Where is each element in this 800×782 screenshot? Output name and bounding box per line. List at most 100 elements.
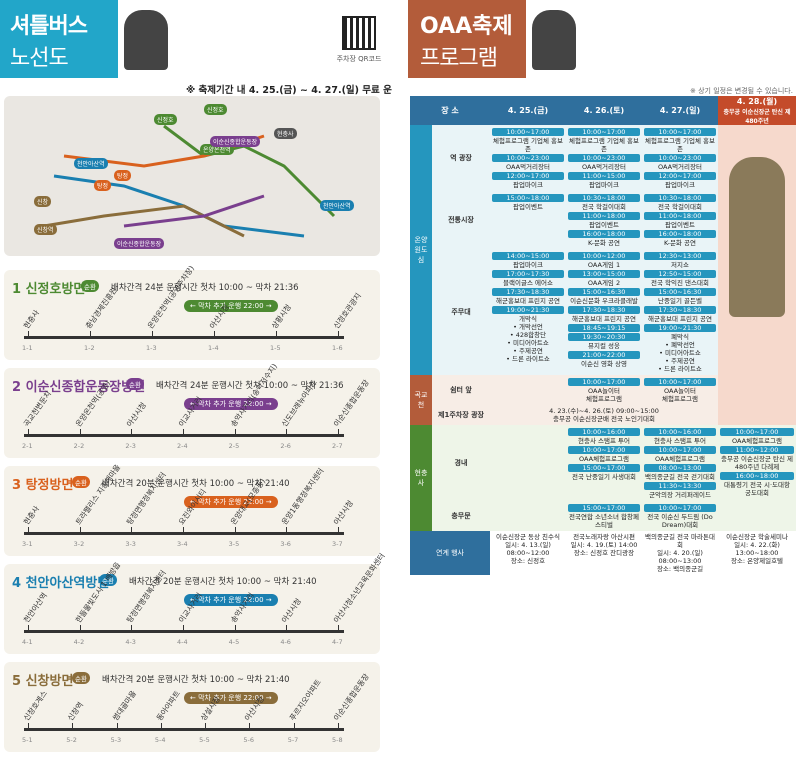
event-label: 장소: 온양제일호텔 [730, 557, 784, 565]
stop-name: 아산시청소년교육문화센터 [331, 551, 387, 625]
time-tag: 19:00~21:30 [644, 324, 716, 332]
route-schedule: 배차간격 20분 운행시간 첫차 10:00 ~ 막차 21:40 [129, 577, 317, 587]
event-label: OAA체험프로그램 [655, 455, 705, 463]
event-label: 팝업마이크 [513, 181, 543, 189]
event-label: • 폐막선언 [665, 341, 695, 349]
event-label: OAA체험프로그램 [732, 437, 782, 445]
shuttle-subtitle: 노선도 [10, 46, 69, 71]
event-label: 개막식 [519, 315, 537, 323]
stop-number: 2-5 [228, 442, 240, 450]
stop-name: 현충사 [21, 308, 42, 331]
map-label: 신정호 [154, 114, 177, 125]
event-label: • 미디어아트쇼 [507, 339, 549, 347]
stop-number: 5-7 [287, 736, 299, 744]
qr-code[interactable] [342, 16, 376, 50]
stop-tick [338, 331, 339, 337]
event-label: 일시: 4. 19.(토) 14:00 [570, 541, 638, 549]
route-map[interactable]: 신정호 온양온천역 천안아산역 탕정 신창 이순신종합운동장 현충사 이순신종합… [4, 96, 380, 256]
event-label: OAA놀이터 [663, 387, 697, 395]
stop-name: 운양1동행정복지센터 [280, 466, 326, 527]
stop-tick [116, 723, 118, 729]
stop-number: 4-6 [280, 638, 291, 646]
schedule-cell [490, 375, 566, 405]
stop-number: 2-6 [280, 442, 291, 450]
stop-tick [338, 723, 339, 729]
event-label: 해군홍보대 프린지 공연 [496, 297, 560, 305]
header-date: 4. 25.(금) [490, 96, 566, 125]
venue-group: 곡교천 [410, 375, 432, 425]
event-label: 대통령기 전국 시·도대항 궁도대회 [724, 481, 790, 497]
stop-number: 5-2 [66, 736, 77, 744]
time-tag: 10:00~16:00 [644, 428, 716, 436]
stop-tick [160, 723, 162, 729]
time-tag: 19:30~20:30 [568, 333, 640, 341]
event-label: 체험프로그램 기업체 홍보존 [645, 137, 715, 153]
time-tag: 10:30~18:00 [568, 194, 640, 202]
event-label: • 주제공연 [513, 347, 543, 355]
event-label: 전국 난중일기 사생대회 [572, 473, 636, 481]
stop-tick [286, 527, 288, 533]
stop-tick [131, 527, 133, 533]
time-tag: 15:00~17:00 [568, 504, 640, 512]
time-tag: 15:00~16:30 [644, 288, 716, 296]
venue-place: 쉼터 앞 [450, 386, 472, 394]
time-tag: 11:00~12:00 [720, 446, 794, 454]
time-tag: 10:00~17:00 [568, 446, 640, 454]
stop-number: 3-7 [332, 540, 343, 548]
stop-tick [214, 331, 215, 337]
time-tag: 08:00~13:00 [644, 464, 716, 472]
route-line [24, 630, 344, 633]
stop-tick [234, 527, 236, 533]
venue-place: 역 광장 [450, 154, 472, 162]
general-statue-icon [729, 157, 785, 317]
venue-place: 제1주차장 광장 [438, 411, 484, 419]
stop-name: 아산시청 [125, 400, 149, 429]
stop-number: 3-6 [280, 540, 291, 548]
late-service-note: ← 막차 추가 운행 22:00 → [184, 300, 278, 312]
event-label: 폐막식 [671, 333, 689, 341]
stop-tick [205, 723, 207, 729]
route-title: 5 신창방면 [12, 674, 74, 689]
time-tag: 13:00~15:00 [568, 270, 640, 278]
stop-number: 3-3 [125, 540, 136, 548]
time-tag: 15:00~17:00 [568, 464, 640, 472]
header-date: 4. 26.(토) [566, 96, 642, 125]
stop-tick [234, 429, 236, 435]
event-label: 팝업이벤트 [589, 221, 619, 229]
loop-badge: 순환 [72, 476, 90, 488]
event-label: 장소: 신정호 [510, 557, 546, 565]
stop-tick [234, 625, 236, 631]
schedule-cell [490, 425, 566, 501]
loop-badge: 순환 [99, 574, 117, 586]
event-label: 체험프로그램 기업체 홍보존 [569, 137, 639, 153]
header-place: 장 소 [410, 96, 490, 125]
stop-number: 2-7 [332, 442, 343, 450]
program-title: OAA축제 [420, 14, 513, 39]
time-tag: 11:00~18:00 [644, 212, 716, 220]
event-label: 백의종군길 전국 걷기대회 [645, 473, 715, 481]
stop-number: 2-4 [177, 442, 188, 450]
stop-number: 5-4 [154, 736, 166, 744]
stop-tick [28, 527, 29, 533]
stop-number: 4-1 [22, 638, 33, 646]
event-label: 팝업이벤트 [513, 203, 543, 211]
time-tag: 10:00~17:00 [644, 446, 716, 454]
map-label: 탕정 [94, 180, 112, 191]
qr-label: 주차장 QR코드 [336, 55, 382, 63]
event-label: 팝업이벤트 [665, 221, 695, 229]
event-label: 전국 학걸이대회 [658, 203, 702, 211]
time-tag: 10:00~17:00 [644, 504, 716, 512]
venue-place: 충무문 [451, 512, 471, 520]
event-label: 장소: 신정호 잔디광장 [573, 549, 635, 557]
